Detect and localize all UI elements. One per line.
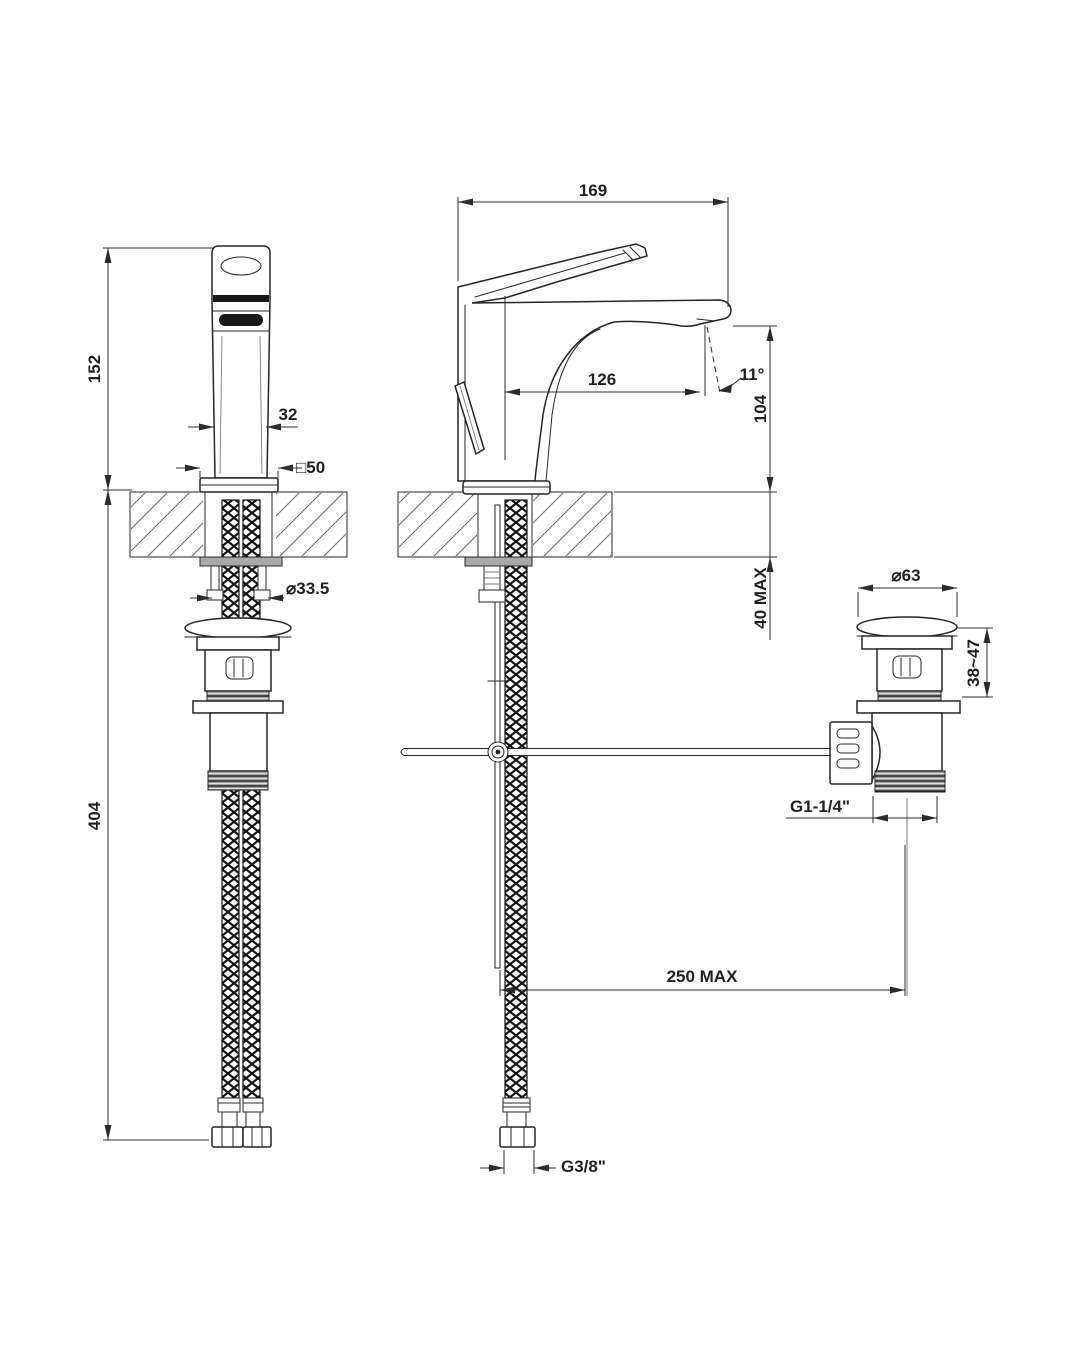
dim-deck-thickness: 40 MAX bbox=[751, 557, 774, 629]
dim-spout-height-label: 104 bbox=[751, 394, 770, 423]
front-popup-waste bbox=[184, 617, 292, 791]
front-hose-fittings bbox=[211, 1097, 272, 1148]
dim-base-square: □50 bbox=[176, 458, 325, 478]
dim-hole-diameter-label: ⌀33.5 bbox=[286, 579, 329, 598]
side-faucet-body bbox=[454, 243, 732, 495]
dim-spout-reach: 126 bbox=[504, 296, 700, 460]
dim-front-height-label: 152 bbox=[85, 355, 104, 383]
popup-rod-vertical bbox=[487, 504, 508, 969]
dim-base-square-label: □50 bbox=[296, 458, 325, 477]
dim-supply-thread: G3/8" bbox=[480, 1150, 606, 1176]
dim-waste-height-range-label: 38~47 bbox=[964, 639, 983, 687]
dim-hose-length-label: 404 bbox=[85, 801, 104, 830]
dimension-annotations: 169 126 11° 104 40 MAX 152 bbox=[85, 181, 993, 1176]
dim-total-depth-label: 169 bbox=[579, 181, 607, 200]
dim-rod-reach: 250 MAX bbox=[499, 845, 906, 996]
side-mounting-hardware bbox=[464, 556, 533, 603]
dim-body-width-label: 32 bbox=[279, 405, 298, 424]
front-faucet-body bbox=[199, 245, 279, 493]
dim-spout-angle-label: 11° bbox=[740, 365, 765, 384]
dim-total-depth: 169 bbox=[457, 181, 729, 307]
dim-front-height: 152 404 bbox=[85, 247, 214, 1141]
dim-outlet-thread: G1-1/4" bbox=[786, 796, 938, 823]
dim-spout-reach-label: 126 bbox=[588, 370, 616, 389]
popup-rod-horizontal bbox=[400, 741, 834, 763]
front-deck bbox=[129, 491, 348, 558]
side-supply-hose bbox=[504, 499, 528, 1099]
dim-spout-height: 104 bbox=[614, 325, 777, 640]
dim-spout-angle: 11° bbox=[704, 325, 765, 396]
side-view bbox=[397, 243, 834, 1148]
waste-pivot-nut bbox=[829, 721, 881, 785]
dim-hole-diameter: ⌀33.5 bbox=[190, 579, 329, 602]
side-hose-fitting bbox=[499, 1097, 536, 1148]
front-view bbox=[129, 245, 348, 1148]
dim-deck-thickness-label: 40 MAX bbox=[751, 567, 770, 629]
dim-waste-cap-diameter: ⌀63 bbox=[857, 566, 958, 617]
dim-rod-reach-label: 250 MAX bbox=[667, 967, 739, 986]
dim-body-width: 32 bbox=[188, 405, 298, 431]
dim-outlet-thread-label: G1-1/4" bbox=[790, 797, 850, 816]
dim-waste-height-range: 38~47 bbox=[956, 627, 993, 698]
dim-waste-cap-diameter-label: ⌀63 bbox=[891, 566, 920, 585]
front-mounting-hardware bbox=[199, 556, 283, 601]
waste-view bbox=[829, 616, 961, 996]
dim-supply-thread-label: G3/8" bbox=[561, 1157, 606, 1176]
